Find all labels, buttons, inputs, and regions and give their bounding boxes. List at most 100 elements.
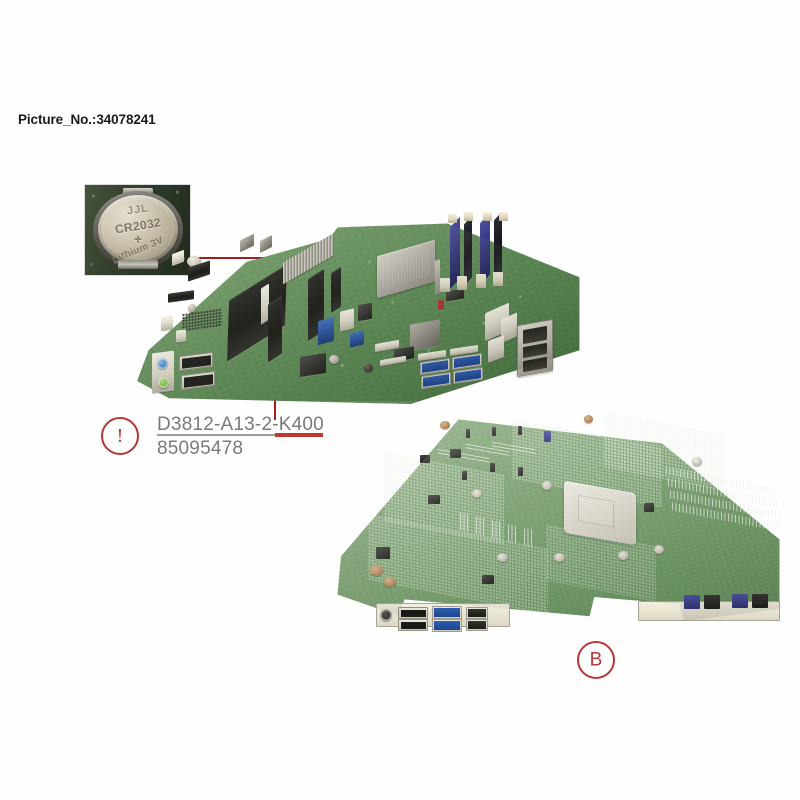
- picture-number-label: Picture_No.:34078241: [18, 112, 156, 127]
- warning-callout-circle: !: [101, 417, 139, 455]
- dimm-connector-back-1: [684, 595, 700, 609]
- audio-jack-bottom-view: [380, 609, 392, 621]
- material-number-label: 85095478: [157, 438, 244, 459]
- usb2-bottom-2-insert: [468, 621, 486, 629]
- pcie-pin-marker-4: [462, 471, 467, 480]
- warning-exclamation-icon: !: [116, 425, 124, 447]
- backside-capacitor-1: [370, 565, 383, 576]
- backside-chip-2: [450, 449, 461, 458]
- part-number-label: D3812-A13-2-K400: [157, 414, 324, 435]
- part-number-underline: [157, 434, 275, 436]
- component-row-3: [492, 520, 501, 540]
- internal-header-white-1: [161, 315, 173, 331]
- dimm-latch-bottom-1: [440, 278, 450, 292]
- pcie-slot-4: [331, 266, 341, 314]
- component-row-4: [508, 524, 517, 544]
- part-number-suffix-underline: [275, 433, 323, 437]
- component-row-1: [460, 512, 469, 532]
- dimm-connector-back-2: [704, 595, 720, 609]
- mounting-hole-4: [554, 553, 565, 562]
- vrm-mosfet-2: [260, 235, 272, 253]
- audio-jack-line-in: [157, 358, 168, 369]
- backside-capacitor-4: [584, 415, 593, 423]
- backside-chip-3: [420, 455, 430, 463]
- capacitor-3: [364, 364, 373, 372]
- battery-adjacent-header: [172, 249, 184, 267]
- usb3-bottom-1: [432, 606, 462, 619]
- displayport-1-cavity: [181, 354, 211, 369]
- usb3-bottom-1-insert: [434, 608, 460, 617]
- dimm-latch-top-1: [448, 214, 457, 223]
- dimm-latch-bottom-3: [476, 274, 486, 288]
- displayport-2-cavity: [183, 373, 213, 388]
- vrm-mosfet-1: [240, 233, 254, 253]
- battery-socket-on-board: [187, 256, 201, 267]
- pcie-pin-marker-1: [466, 429, 470, 438]
- battery-closeup-photo: JJL CR2032 + Lithium 3V: [85, 185, 190, 275]
- dimm-connector-back-3: [732, 594, 748, 608]
- displayport-bottom-1-cavity: [400, 609, 426, 617]
- usb3-bottom-2: [432, 619, 462, 632]
- component-row-2: [476, 516, 485, 536]
- mounting-hole-5: [618, 551, 629, 560]
- backside-chip-6: [482, 575, 494, 584]
- backside-chip-4: [428, 495, 440, 504]
- cpu-socket-backplate-window: [578, 495, 614, 528]
- mounting-hole-1: [472, 489, 482, 498]
- internal-header-white-2: [176, 329, 186, 343]
- chipset-chip: [300, 352, 326, 378]
- backside-capacitor-2: [384, 577, 396, 587]
- rj45-port-1: [523, 325, 547, 345]
- cpu-socket-contacts: [383, 249, 429, 289]
- dimm-connector-back-4: [752, 594, 768, 608]
- mounting-hole-6: [654, 545, 664, 554]
- internal-header-back-blue: [544, 431, 551, 442]
- usb3-port-3-insert: [454, 355, 480, 368]
- rj45-port-2: [523, 342, 547, 359]
- backside-chip-1: [644, 503, 654, 512]
- displayport-bottom-2-cavity: [400, 621, 426, 629]
- dimm-latch-bottom-2: [457, 276, 467, 290]
- dimm-latch-top-2: [464, 212, 473, 221]
- audio-jack-line-out: [158, 377, 169, 388]
- usb3-port-1-insert: [422, 360, 448, 373]
- battery-clip-bottom: [118, 260, 158, 269]
- reset-jumper-red: [438, 300, 444, 310]
- usb3-bottom-2-insert: [434, 621, 460, 630]
- pcie-pin-marker-5: [490, 463, 495, 472]
- pch-die: [410, 319, 440, 351]
- backside-capacitor-3: [440, 421, 450, 429]
- usb2-bottom-1: [466, 607, 488, 619]
- view-b-letter: B: [589, 649, 603, 671]
- power-header-white: [340, 308, 354, 332]
- pcie-pin-marker-6: [518, 467, 523, 476]
- rj45-ethernet-stack: [517, 318, 553, 378]
- pcie-pin-marker-2: [492, 427, 496, 436]
- capacitor-2: [329, 355, 339, 364]
- mounting-hole-2: [542, 481, 552, 490]
- backside-chip-5: [376, 547, 390, 559]
- usb2-bottom-2: [466, 619, 488, 631]
- cr2032-coin-cell: JJL CR2032 + Lithium 3V: [98, 195, 178, 266]
- mounting-hole-7: [692, 457, 702, 466]
- mainboard-top-view-photo: [128, 212, 584, 404]
- rj45-port-3: [523, 356, 547, 373]
- displayport-bottom-1: [398, 607, 428, 619]
- displayport-bottom-2: [398, 619, 428, 631]
- component-row-5: [524, 528, 533, 548]
- usb3-port-4-insert: [455, 369, 481, 382]
- capacitor-1: [188, 304, 196, 312]
- internal-header-black-1: [168, 290, 194, 303]
- dimm-latch-top-4: [499, 212, 508, 221]
- pcie-pin-marker-3: [518, 426, 522, 435]
- dimm-latch-bottom-4: [493, 272, 503, 286]
- leader-line-battery: [188, 257, 274, 259]
- mainboard-bottom-view-photo: [332, 405, 784, 645]
- view-b-callout-circle: B: [577, 641, 615, 679]
- mounting-hole-3: [497, 553, 508, 562]
- sata-connector-blue: [318, 316, 334, 346]
- dimm-latch-top-3: [483, 212, 492, 221]
- controller-chip-1: [358, 302, 372, 322]
- pcie-slot-2: [268, 295, 282, 363]
